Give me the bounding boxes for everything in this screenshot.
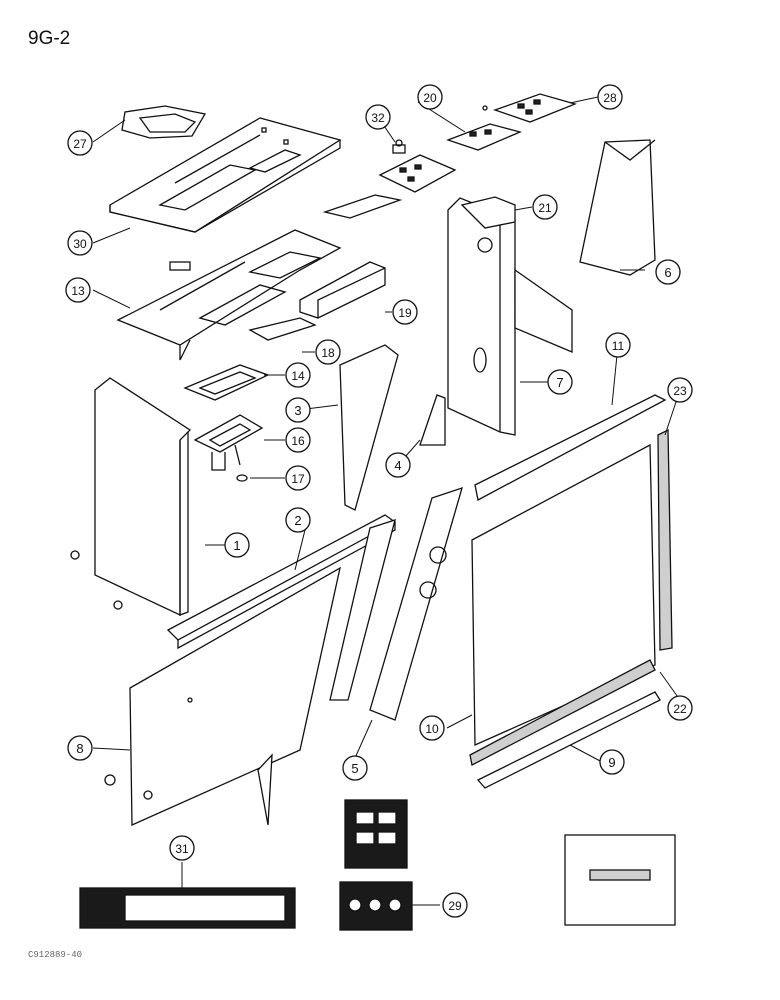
callout-29: 29 — [442, 892, 468, 918]
part-8-panel — [104, 566, 341, 826]
part-31-panel — [79, 887, 296, 929]
callout-4: 4 — [385, 452, 411, 478]
part-11-rail — [474, 394, 667, 501]
callout-31: 31 — [169, 835, 195, 861]
decal-sample — [564, 834, 676, 926]
part-9-angle — [476, 691, 661, 789]
svg-text:32: 32 — [371, 111, 385, 125]
svg-text:21: 21 — [538, 201, 552, 215]
callout-19: 19 — [392, 299, 418, 325]
callout-8: 8 — [67, 735, 93, 761]
part-23-strip — [657, 428, 673, 651]
svg-text:28: 28 — [603, 91, 617, 105]
svg-text:8: 8 — [76, 741, 83, 756]
part-3-gusset — [339, 344, 399, 511]
callout-5: 5 — [342, 755, 368, 781]
callout-11: 11 — [605, 332, 631, 358]
part-17-grommet — [236, 474, 248, 482]
callout-2: 2 — [285, 507, 311, 533]
svg-text:27: 27 — [73, 137, 87, 151]
callout-22: 22 — [667, 695, 693, 721]
part-28-plate — [493, 93, 578, 123]
part-perforated-plate — [378, 154, 457, 193]
callout-10: 10 — [419, 715, 445, 741]
part-instrument-panel — [344, 799, 408, 869]
part-22-strip — [469, 659, 656, 766]
part-7-post — [447, 197, 516, 436]
part-diagonal-channel — [329, 519, 396, 701]
part-5-panel — [369, 486, 463, 721]
callout-23: 23 — [667, 377, 693, 403]
svg-text:22: 22 — [673, 702, 687, 716]
svg-text:4: 4 — [394, 458, 401, 473]
part-1-side-box — [70, 377, 192, 617]
callout-30: 30 — [67, 230, 93, 256]
part-27-tray — [121, 105, 207, 139]
svg-text:17: 17 — [291, 472, 305, 486]
part-32-knob — [392, 139, 406, 154]
page-id: 9G-2 — [28, 28, 71, 49]
svg-text:10: 10 — [425, 722, 439, 736]
part-20-plate — [446, 105, 522, 151]
part-21-cap — [460, 196, 516, 229]
callout-21: 21 — [532, 194, 558, 220]
part-29-switch-panel — [339, 881, 413, 931]
callout-14: 14 — [285, 362, 311, 388]
svg-text:14: 14 — [291, 369, 305, 383]
svg-text:20: 20 — [423, 91, 437, 105]
part-4-gusset — [419, 394, 446, 446]
callout-32: 32 — [365, 104, 391, 130]
part-14-tray — [183, 364, 270, 401]
svg-text:11: 11 — [612, 339, 625, 353]
callout-9: 9 — [599, 749, 625, 775]
callout-27: 27 — [67, 130, 93, 156]
svg-text:30: 30 — [73, 237, 87, 251]
callout-18: 18 — [315, 339, 341, 365]
svg-text:9: 9 — [608, 755, 615, 770]
svg-text:16: 16 — [291, 434, 305, 448]
svg-text:13: 13 — [71, 284, 85, 298]
part-13-plate — [116, 229, 342, 361]
svg-text:23: 23 — [673, 384, 687, 398]
svg-text:18: 18 — [321, 346, 335, 360]
callout-13: 13 — [65, 277, 91, 303]
part-6-panel — [579, 139, 656, 276]
svg-text:19: 19 — [398, 306, 412, 320]
svg-text:29: 29 — [448, 899, 462, 913]
callout-28: 28 — [597, 84, 623, 110]
part-18-bracket — [248, 317, 317, 341]
callout-6: 6 — [655, 259, 681, 285]
callout-3: 3 — [285, 397, 311, 423]
part-10-panel — [471, 443, 656, 746]
svg-text:3: 3 — [294, 403, 301, 418]
part-30-top-plate — [109, 117, 342, 233]
part-19-angle — [299, 261, 386, 319]
part-triangle — [257, 753, 273, 826]
part-angle-bracket — [322, 194, 403, 219]
svg-text:6: 6 — [664, 265, 671, 280]
part-side-flap — [514, 268, 573, 353]
callout-20: 20 — [417, 84, 443, 110]
svg-text:7: 7 — [556, 375, 563, 390]
callout-16: 16 — [285, 427, 311, 453]
svg-text:5: 5 — [351, 761, 358, 776]
part-16-tray — [193, 414, 264, 471]
svg-text:2: 2 — [294, 513, 301, 528]
callout-1: 1 — [224, 532, 250, 558]
svg-text:1: 1 — [233, 538, 240, 553]
callout-7: 7 — [547, 369, 573, 395]
callout-17: 17 — [285, 465, 311, 491]
reference-code: C912889-40 — [28, 950, 83, 960]
svg-text:31: 31 — [175, 842, 189, 856]
